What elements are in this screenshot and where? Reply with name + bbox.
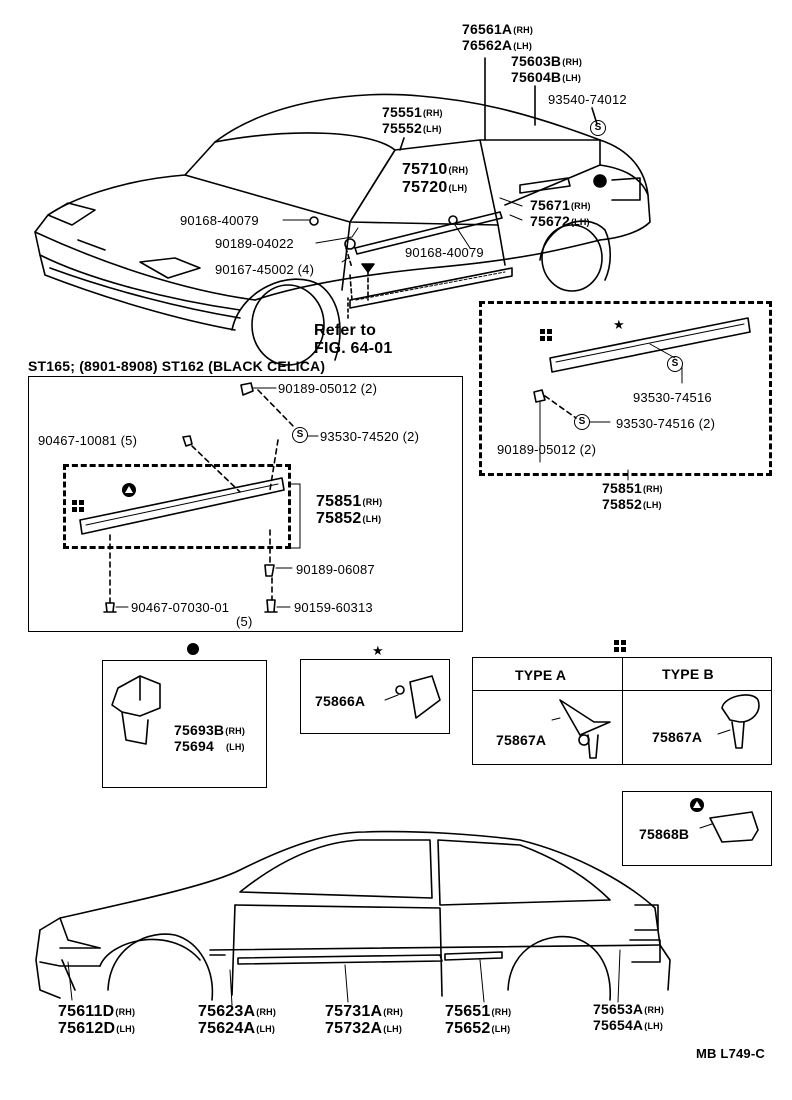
label-75731: 75731A(RH): [325, 1003, 404, 1020]
bottom-car-illustration: [35, 830, 671, 1006]
label-75652: 75652(LH): [445, 1020, 511, 1037]
label-75720: 75720(LH): [402, 179, 468, 196]
s-circle-symbol: S: [590, 120, 606, 136]
detail-box-parts: [111, 675, 760, 843]
label-75868: 75868B: [639, 826, 690, 842]
label-93530-74516-a: 93530-74516: [633, 390, 712, 405]
four-squares-symbol: [614, 640, 626, 654]
label-90189-04022: 90189-04022: [215, 236, 294, 251]
label-90159: 90159-60313: [294, 600, 373, 615]
right-detail-dashed-box: [479, 301, 772, 476]
label-75624: 75624A(LH): [198, 1020, 276, 1037]
label-75611: 75611D(RH): [58, 1003, 136, 1020]
label-90168-front: 90168-40079: [180, 213, 259, 228]
four-squares-symbol: [72, 500, 84, 514]
type-a-heading: TYPE A: [515, 667, 567, 683]
diagram-code: MB L749-C: [696, 1046, 765, 1061]
label-90467-07030: 90467-07030-01: [131, 600, 230, 615]
clip-detail-box: [300, 659, 450, 734]
label-90189-06087: 90189-06087: [296, 562, 375, 577]
label-90467-qty: (5): [236, 614, 253, 629]
variant-title: ST165; (8901-8908) ST162 (BLACK CELICA): [28, 358, 326, 374]
label-75851-left: 75851(RH): [316, 493, 383, 510]
s-circle-symbol: S: [292, 427, 308, 443]
label-90467-10081: 90467-10081 (5): [38, 433, 138, 448]
left-detail-box: [28, 376, 463, 632]
label-93530-74520: 93530-74520 (2): [320, 429, 420, 444]
label-75867-type-b: 75867A: [652, 729, 703, 745]
label-76562: 76562A(LH): [462, 37, 533, 53]
four-squares-symbol: [540, 329, 552, 343]
s-circle-symbol: S: [574, 414, 590, 430]
label-90189-05012: 90189-05012 (2): [278, 381, 378, 396]
bracket-detail-box: [102, 660, 267, 788]
cap-detail-box: [622, 791, 772, 866]
label-75653: 75653A(RH): [593, 1001, 665, 1017]
label-75551: 75551(RH): [382, 104, 443, 120]
refer-to-line1: Refer to: [314, 322, 377, 339]
label-75866: 75866A: [315, 693, 366, 709]
label-75867-type-a: 75867A: [496, 732, 547, 748]
triangle-circle-symbol: [122, 483, 136, 497]
label-75852-right: 75852(LH): [602, 496, 662, 512]
label-75732: 75732A(LH): [325, 1020, 403, 1037]
label-93530-74516-b: 93530-74516 (2): [616, 416, 716, 431]
label-75612: 75612D(LH): [58, 1020, 136, 1037]
label-75651: 75651(RH): [445, 1003, 512, 1020]
label-90168-rear: 90168-40079: [405, 245, 484, 260]
type-b-heading: TYPE B: [662, 666, 714, 682]
label-75671: 75671(RH): [530, 197, 591, 213]
s-circle-symbol: S: [667, 356, 683, 372]
label-90189-05012-right: 90189-05012 (2): [497, 442, 597, 457]
label-75851-right: 75851(RH): [602, 480, 663, 496]
filled-circle-symbol: [187, 643, 199, 655]
label-75552: 75552(LH): [382, 120, 442, 136]
type-box-divider-v: [622, 657, 623, 765]
label-75693: 75693B(RH): [174, 722, 246, 738]
star-symbol: ★: [372, 643, 384, 658]
label-75710: 75710(RH): [402, 161, 469, 178]
label-76561: 76561A(RH): [462, 21, 534, 37]
label-93540: 93540-74012: [548, 92, 627, 107]
label-75672: 75672(LH): [530, 213, 590, 229]
label-75654: 75654A(LH): [593, 1017, 664, 1033]
label-75604: 75604B(LH): [511, 69, 582, 85]
label-75603: 75603B(RH): [511, 53, 583, 69]
top-car-illustration: [34, 57, 651, 366]
triangle-circle-symbol: [690, 798, 704, 812]
label-75694: 75694(LH): [174, 738, 245, 754]
label-90167: 90167-45002 (4): [215, 262, 315, 277]
label-75852-left: 75852(LH): [316, 510, 382, 527]
left-molding-dashed-box: [63, 464, 291, 549]
star-symbol: ★: [613, 317, 625, 332]
refer-to-line2: FIG. 64-01: [314, 340, 393, 357]
label-75623: 75623A(RH): [198, 1003, 277, 1020]
